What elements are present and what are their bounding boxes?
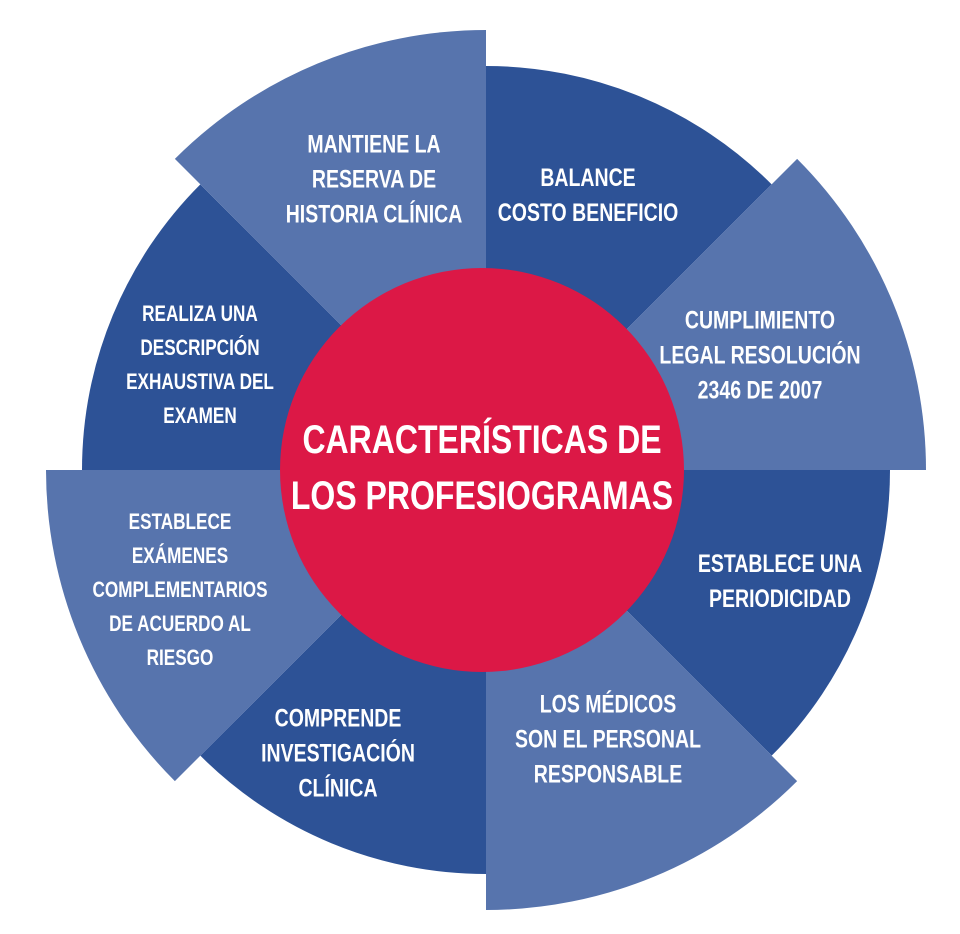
label-line: HISTORIA CLÍNICA	[285, 200, 463, 229]
label-line: EXAMEN	[163, 403, 237, 428]
label-line: LOS MÉDICOS	[539, 690, 677, 719]
title-line: CARACTERÍSTICAS DE	[302, 418, 662, 462]
label-line: BALANCE	[540, 164, 636, 192]
label-line: RESPONSABLE	[533, 760, 683, 789]
title-line: LOS PROFESIOGRAMAS	[290, 474, 674, 518]
segment-label-mantiene: MANTIENE LA RESERVA DE HISTORIA CLÍNICA	[286, 128, 463, 233]
label-line: REALIZA UNA	[142, 301, 258, 326]
label-line: MANTIENE LA	[307, 130, 441, 159]
label-line: ESTABLECE	[128, 509, 232, 534]
segment-label-comprende: COMPRENDE INVESTIGACIÓN CLÍNICA	[261, 702, 415, 807]
label-line: EXHAUSTIVA DEL	[126, 369, 274, 394]
label-line: PERIODICIDAD	[709, 585, 851, 613]
label-line: CLÍNICA	[298, 774, 378, 803]
label-line: LEGAL RESOLUCIÓN	[659, 341, 861, 370]
label-line: RIESGO	[146, 645, 214, 670]
label-line: DESCRIPCIÓN	[140, 335, 260, 360]
center-title: CARACTERÍSTICAS DE LOS PROFESIOGRAMAS	[291, 412, 673, 524]
label-line: 2346 DE 2007	[697, 376, 823, 405]
segment-label-realiza: REALIZA UNA DESCRIPCIÓN EXHAUSTIVA DEL E…	[126, 297, 274, 433]
label-line: COMPLEMENTARIOS	[92, 577, 268, 602]
segment-label-periodicidad: ESTABLECE UNA PERIODICIDAD	[698, 547, 862, 617]
label-line: ESTABLECE UNA	[697, 550, 863, 578]
label-line: RESERVA DE	[311, 165, 437, 194]
segment-label-medicos: LOS MÉDICOS SON EL PERSONAL RESPONSABLE	[515, 688, 701, 793]
label-line: COSTO BENEFICIO	[497, 199, 679, 227]
segment-label-examenes: ESTABLECE EXÁMENES COMPLEMENTARIOS DE AC…	[92, 505, 267, 675]
label-line: INVESTIGACIÓN	[261, 739, 415, 768]
segment-label-balance: BALANCE COSTO BENEFICIO	[498, 161, 679, 231]
label-line: SON EL PERSONAL	[514, 725, 702, 754]
segment-label-cumplimiento: CUMPLIMIENTO LEGAL RESOLUCIÓN 2346 DE 20…	[659, 304, 860, 409]
label-line: EXÁMENES	[131, 543, 229, 568]
label-line: DE ACUERDO AL	[109, 611, 251, 636]
center-circle	[280, 268, 684, 672]
label-line: CUMPLIMIENTO	[684, 306, 836, 335]
label-line: COMPRENDE	[274, 704, 402, 733]
